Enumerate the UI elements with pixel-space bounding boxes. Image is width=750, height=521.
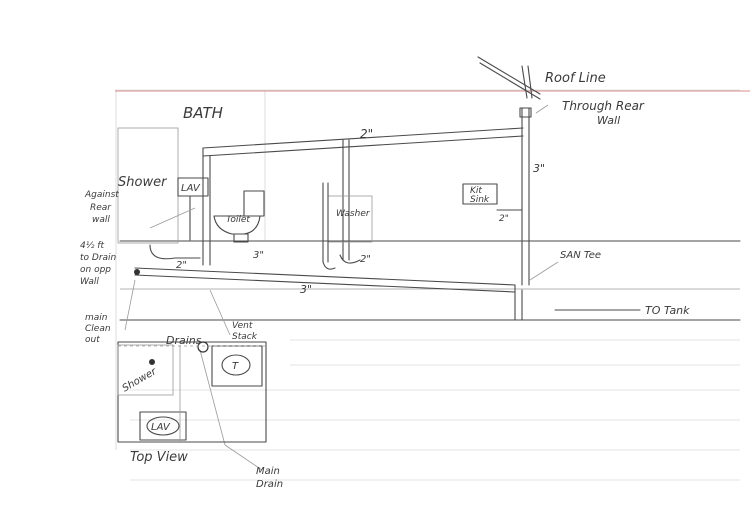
pipe-2in-washer-label: 2" bbox=[360, 254, 371, 265]
vent-pipe-2in bbox=[202, 127, 524, 266]
against-rear-wall-label-2: Rear bbox=[90, 203, 112, 213]
toilet bbox=[213, 190, 265, 243]
drains-label: Drains bbox=[166, 334, 202, 347]
drain-pipe-3in bbox=[134, 267, 523, 321]
pipe-2in-kit-label: 2" bbox=[499, 214, 509, 224]
drain-note-3: on opp bbox=[80, 265, 111, 275]
bath-label: BATH bbox=[183, 104, 223, 122]
lav-label: LAV bbox=[181, 183, 201, 194]
washer-trap bbox=[339, 254, 361, 264]
main-drain-label-2: Drain bbox=[256, 479, 283, 490]
through-rear-wall-label: Through Rear bbox=[562, 99, 645, 113]
drain-note-1: 4½ ft bbox=[80, 241, 104, 251]
roof-line-label: Roof Line bbox=[545, 71, 606, 86]
shower-label: Shower bbox=[118, 175, 168, 190]
kit-sink-label-1: Kit bbox=[470, 186, 482, 196]
against-rear-wall-label-3: wall bbox=[92, 215, 110, 225]
washer-standpipe bbox=[322, 182, 373, 270]
lav-sink bbox=[177, 177, 209, 241]
main-cleanout-label-2: Clean bbox=[85, 324, 111, 334]
san-tee-label: SAN Tee bbox=[560, 250, 601, 261]
cleanout-marker bbox=[134, 269, 140, 275]
kit-sink-label-2: Sink bbox=[470, 195, 490, 205]
page-rulings bbox=[115, 89, 740, 481]
against-rear-wall-label-1: Against bbox=[84, 190, 119, 200]
pipe-2in-top-label: 2" bbox=[360, 127, 373, 141]
main-cleanout-label-1: main bbox=[85, 313, 108, 323]
pipe-2in-lav-label: 2" bbox=[176, 260, 187, 271]
pipe-3in-main-label: 3" bbox=[300, 283, 312, 296]
top-view-label: Top View bbox=[130, 450, 188, 465]
pipe-3in-toilet-label: 3" bbox=[253, 250, 264, 261]
main-cleanout-label-3: out bbox=[85, 335, 100, 345]
vent-stack-3in bbox=[519, 107, 532, 286]
vent-stack-label-2: Stack bbox=[232, 332, 258, 342]
leader-lines bbox=[124, 104, 641, 471]
toilet-label: Toilet bbox=[226, 215, 250, 225]
top-toilet-label: T bbox=[232, 361, 239, 372]
main-drain-label-1: Main bbox=[256, 466, 280, 477]
lav-trap bbox=[149, 244, 201, 260]
pipe-3in-vert-label: 3" bbox=[533, 162, 545, 175]
drain-note-2: to Drain bbox=[80, 253, 117, 263]
through-rear-wall-label-2: Wall bbox=[597, 114, 620, 127]
washer-label: Washer bbox=[336, 209, 371, 219]
drain-note-4: Wall bbox=[80, 277, 99, 287]
vent-stack-label-1: Vent bbox=[232, 321, 253, 331]
roof-vent bbox=[477, 56, 541, 100]
kitchen-sink bbox=[462, 183, 523, 211]
to-tank-label: TO Tank bbox=[645, 304, 690, 317]
top-lav-label: LAV bbox=[151, 422, 171, 433]
top-view-plan bbox=[117, 341, 267, 443]
